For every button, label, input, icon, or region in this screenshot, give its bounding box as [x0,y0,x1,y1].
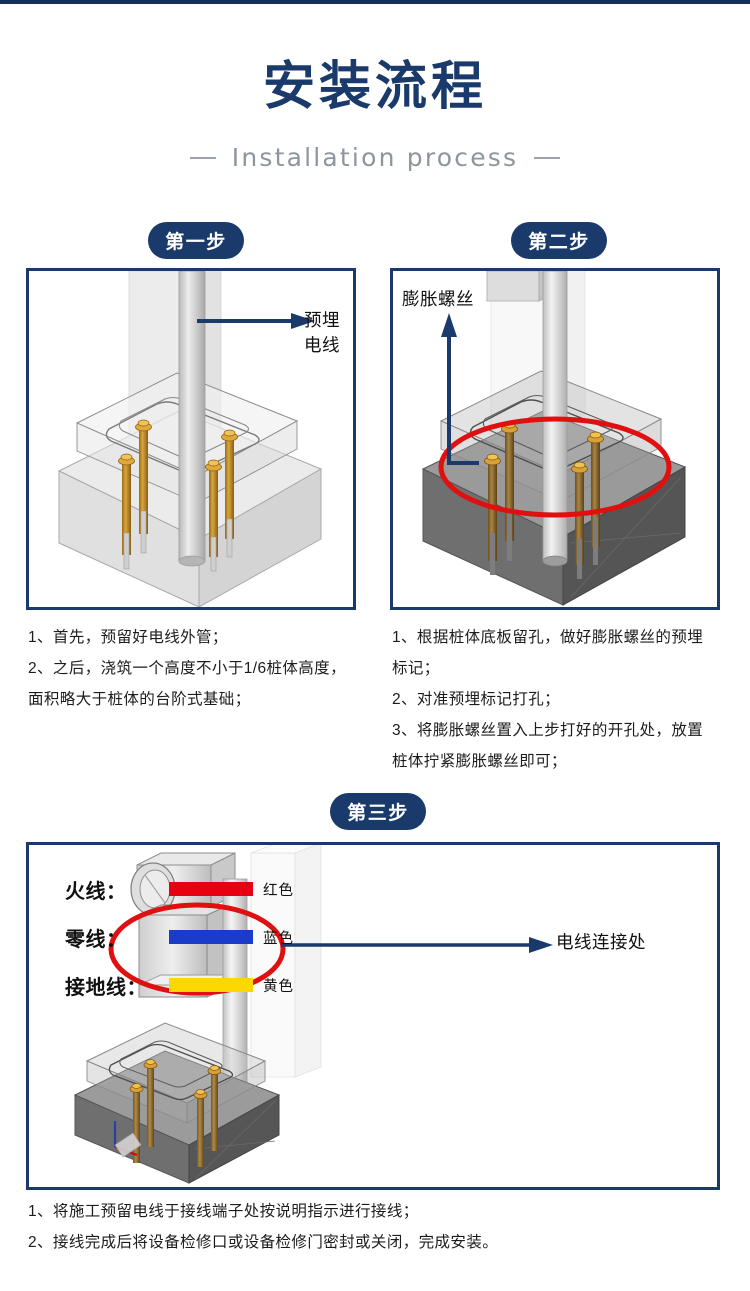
page-subtitle: Installation process [231,143,519,172]
anchor-bolt [135,419,152,554]
step-3-caption: 1、将施工预留电线于接线端子处按说明指示进行接线； 2、接线完成后将设备检修口或… [28,1196,728,1258]
foundation-block-dark [73,1050,281,1184]
step-1-caption: 1、首先，预留好电线外管； 2、之后，浇筑一个高度不小于1/6桩体高度， 面积略… [28,622,364,715]
top-rule-divider [0,0,750,4]
legend-colorname-neutral: 蓝色 [263,930,294,947]
legend-colorname-ground: 黄色 [263,978,294,995]
anchor-bolt [205,459,222,572]
wire-connection-arrow [281,937,553,953]
anchor-bolt [129,1083,144,1163]
anchor-bolt [207,1065,222,1151]
caption-line: 3、将膨胀螺丝置入上步打好的开孔处，放置 [392,722,704,739]
caption-line: 1、将施工预留电线于接线端子处按说明指示进行接线； [28,1203,419,1220]
step-3-annotation-label: 电线连接处 [556,932,646,952]
legend-label-neutral: 零线： [65,928,127,951]
anchor-bolt [484,453,501,575]
highlight-ellipse [438,416,672,518]
legend-row-ground: 接地线： 黄色 [65,961,323,1009]
annotation-line-2: 电线 [304,335,340,355]
anchor-bolt-group [118,419,238,572]
anchor-bolt-group [129,1059,222,1167]
anchor-bolt-group [484,421,604,579]
embedded-wire-arrow [197,313,315,329]
step-2-diagram-panel [390,268,720,610]
subtitle-dash-right [534,156,561,159]
subtitle-row: Installation process [0,143,750,172]
step-1-annotation-label: 预埋 电线 [304,308,374,358]
anchor-bolt [587,431,604,565]
step-1-diagram-panel [26,268,356,610]
anchor-bolt [118,453,135,570]
legend-swatch-neutral [169,930,253,944]
subtitle-dash-left [189,156,216,159]
column-shell-transparent [250,845,322,1078]
anchor-bolt [193,1089,208,1167]
step-2-caption: 1、根据桩体底板留孔，做好膨胀螺丝的预埋 标记； 2、对准预埋标记打孔； 3、将… [392,622,728,777]
highlight-ellipse [108,902,286,996]
annotation-line-1: 预埋 [304,310,340,330]
wire-color-legend: 火线： 红色 零线： 蓝色 接地线： 黄色 [65,865,323,1009]
step-1-illustration [57,271,323,607]
step-2-illustration [421,271,687,606]
caption-line: 标记； [392,660,440,677]
caption-line: 2、之后，浇筑一个高度不小于1/6桩体高度， [28,660,346,677]
caption-line: 面积略大于桩体的台阶式基础； [28,691,251,708]
step-3-diagram-panel: 火线： 红色 零线： 蓝色 接地线： 黄色 [26,842,720,1190]
legend-row-live: 火线： 红色 [65,865,323,913]
caption-line: 2、接线完成后将设备检修口或设备检修门密封或关闭，完成安装。 [28,1234,499,1251]
step-badge-1: 第一步 [148,222,244,259]
coordinate-axis-gizmo [113,1121,142,1158]
legend-label-live: 火线： [65,880,127,903]
legend-label-ground: 接地线： [65,976,147,999]
step-badge-3: 第三步 [330,793,426,830]
legend-swatch-ground [169,978,253,992]
legend-swatch-live [169,882,253,896]
caption-line: 1、根据桩体底板留孔，做好膨胀螺丝的预埋 [392,629,704,646]
page-title: 安装流程 [262,58,487,116]
legend-colorname-live: 红色 [263,882,294,899]
caption-line: 桩体拧紧膨胀螺丝即可； [392,753,567,770]
caption-line: 1、首先，预留好电线外管； [28,629,228,646]
anchor-bolt [221,429,238,558]
legend-row-neutral: 零线： 蓝色 [65,913,323,961]
caption-line: 2、对准预埋标记打孔； [392,691,561,708]
anchor-bolt [571,461,588,579]
expansion-bolt-arrow [441,313,479,465]
step-2-annotation-label: 膨胀螺丝 [402,289,474,309]
main-pole [178,271,206,567]
step-badge-2: 第二步 [511,222,607,259]
anchor-bolt [143,1059,158,1147]
